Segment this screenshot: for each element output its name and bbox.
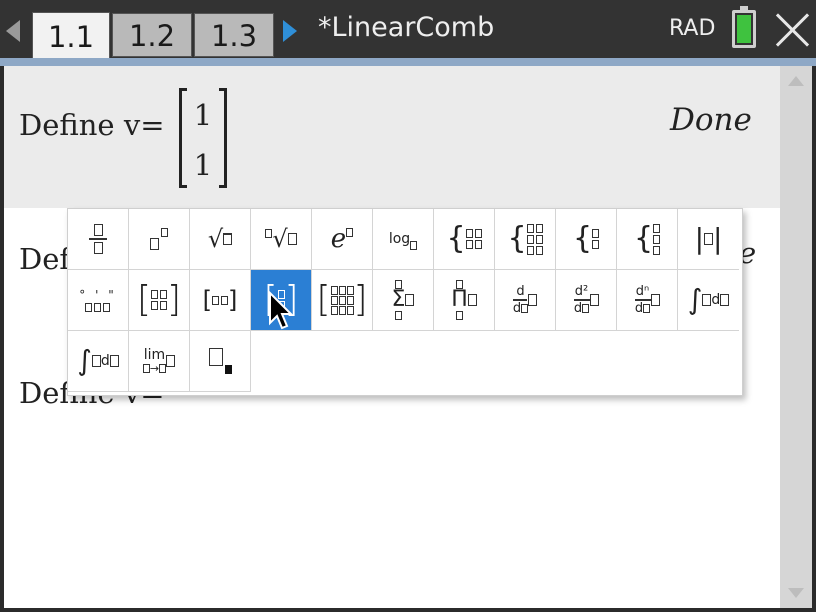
entry-1-result: Done [670, 102, 752, 138]
exponent-template-icon[interactable] [129, 209, 190, 270]
subscript-template-icon[interactable] [190, 331, 251, 392]
sum-template-icon[interactable]: Σ [373, 270, 434, 331]
piecewise-2-template-icon[interactable]: { [434, 209, 495, 270]
matrix-entry-1: 1 [193, 98, 213, 132]
bracket-cap [219, 88, 227, 91]
product-template-icon[interactable]: Π [434, 270, 495, 331]
battery-icon [732, 6, 756, 48]
left-arrow-icon[interactable] [6, 20, 20, 42]
nth-root-template-icon[interactable]: √ [251, 209, 312, 270]
mouse-pointer-icon [269, 291, 294, 330]
fraction-template-icon[interactable] [68, 209, 129, 270]
right-arrow-icon[interactable] [283, 20, 297, 42]
scrollbar[interactable] [780, 66, 812, 608]
e-exponent-template-icon[interactable]: e [312, 209, 373, 270]
entry-2-command: Def [19, 242, 71, 276]
tab-1-1[interactable]: 1.1 [32, 12, 110, 62]
piecewise-n-template-icon[interactable]: { [495, 209, 556, 270]
system-n-template-icon[interactable]: { [617, 209, 678, 270]
history-entry-1[interactable] [4, 66, 780, 208]
matrix-entry-2: 1 [193, 148, 213, 182]
bracket-cap [179, 88, 187, 91]
document-title: *LinearComb [318, 12, 495, 43]
bracket-cap [219, 185, 227, 188]
log-template-icon[interactable]: log [373, 209, 434, 270]
page-divider [0, 58, 816, 66]
square-root-template-icon[interactable]: √ [190, 209, 251, 270]
entry-1-command-text: Define v= [19, 108, 165, 142]
close-icon[interactable] [774, 10, 812, 48]
absolute-value-template-icon[interactable]: || [678, 209, 739, 270]
dms-template-icon[interactable]: ° ' " [68, 270, 129, 331]
indefinite-integral-template-icon[interactable]: ∫d [68, 331, 129, 392]
matrix-2x2-template-icon[interactable]: [] [129, 270, 190, 331]
row-vector-template-icon[interactable]: [] [190, 270, 251, 331]
battery-level-fill [737, 15, 751, 43]
top-bar: 1.1 1.2 1.3 *LinearComb RAD [0, 0, 816, 62]
matrix-mxn-template-icon[interactable]: [] [312, 270, 373, 331]
limit-template-icon[interactable]: lim→ [129, 331, 190, 392]
entry-2-result: e [739, 236, 757, 270]
column-vector-matrix: 1 1 [179, 88, 227, 188]
scroll-down-icon[interactable] [788, 588, 804, 598]
bracket-cap [179, 185, 187, 188]
tab-1-2[interactable]: 1.2 [112, 13, 192, 57]
math-template-palette: √ √ e log { { { { || ° ' " [] [] [] [] Σ… [67, 208, 743, 396]
system-2-template-icon[interactable]: { [556, 209, 617, 270]
tab-1-3[interactable]: 1.3 [194, 13, 274, 57]
scroll-up-icon[interactable] [788, 76, 804, 86]
angle-mode-indicator: RAD [669, 16, 716, 41]
definite-integral-template-icon[interactable]: ∫d [678, 270, 739, 331]
entry-1-command: Define v= [19, 108, 165, 142]
